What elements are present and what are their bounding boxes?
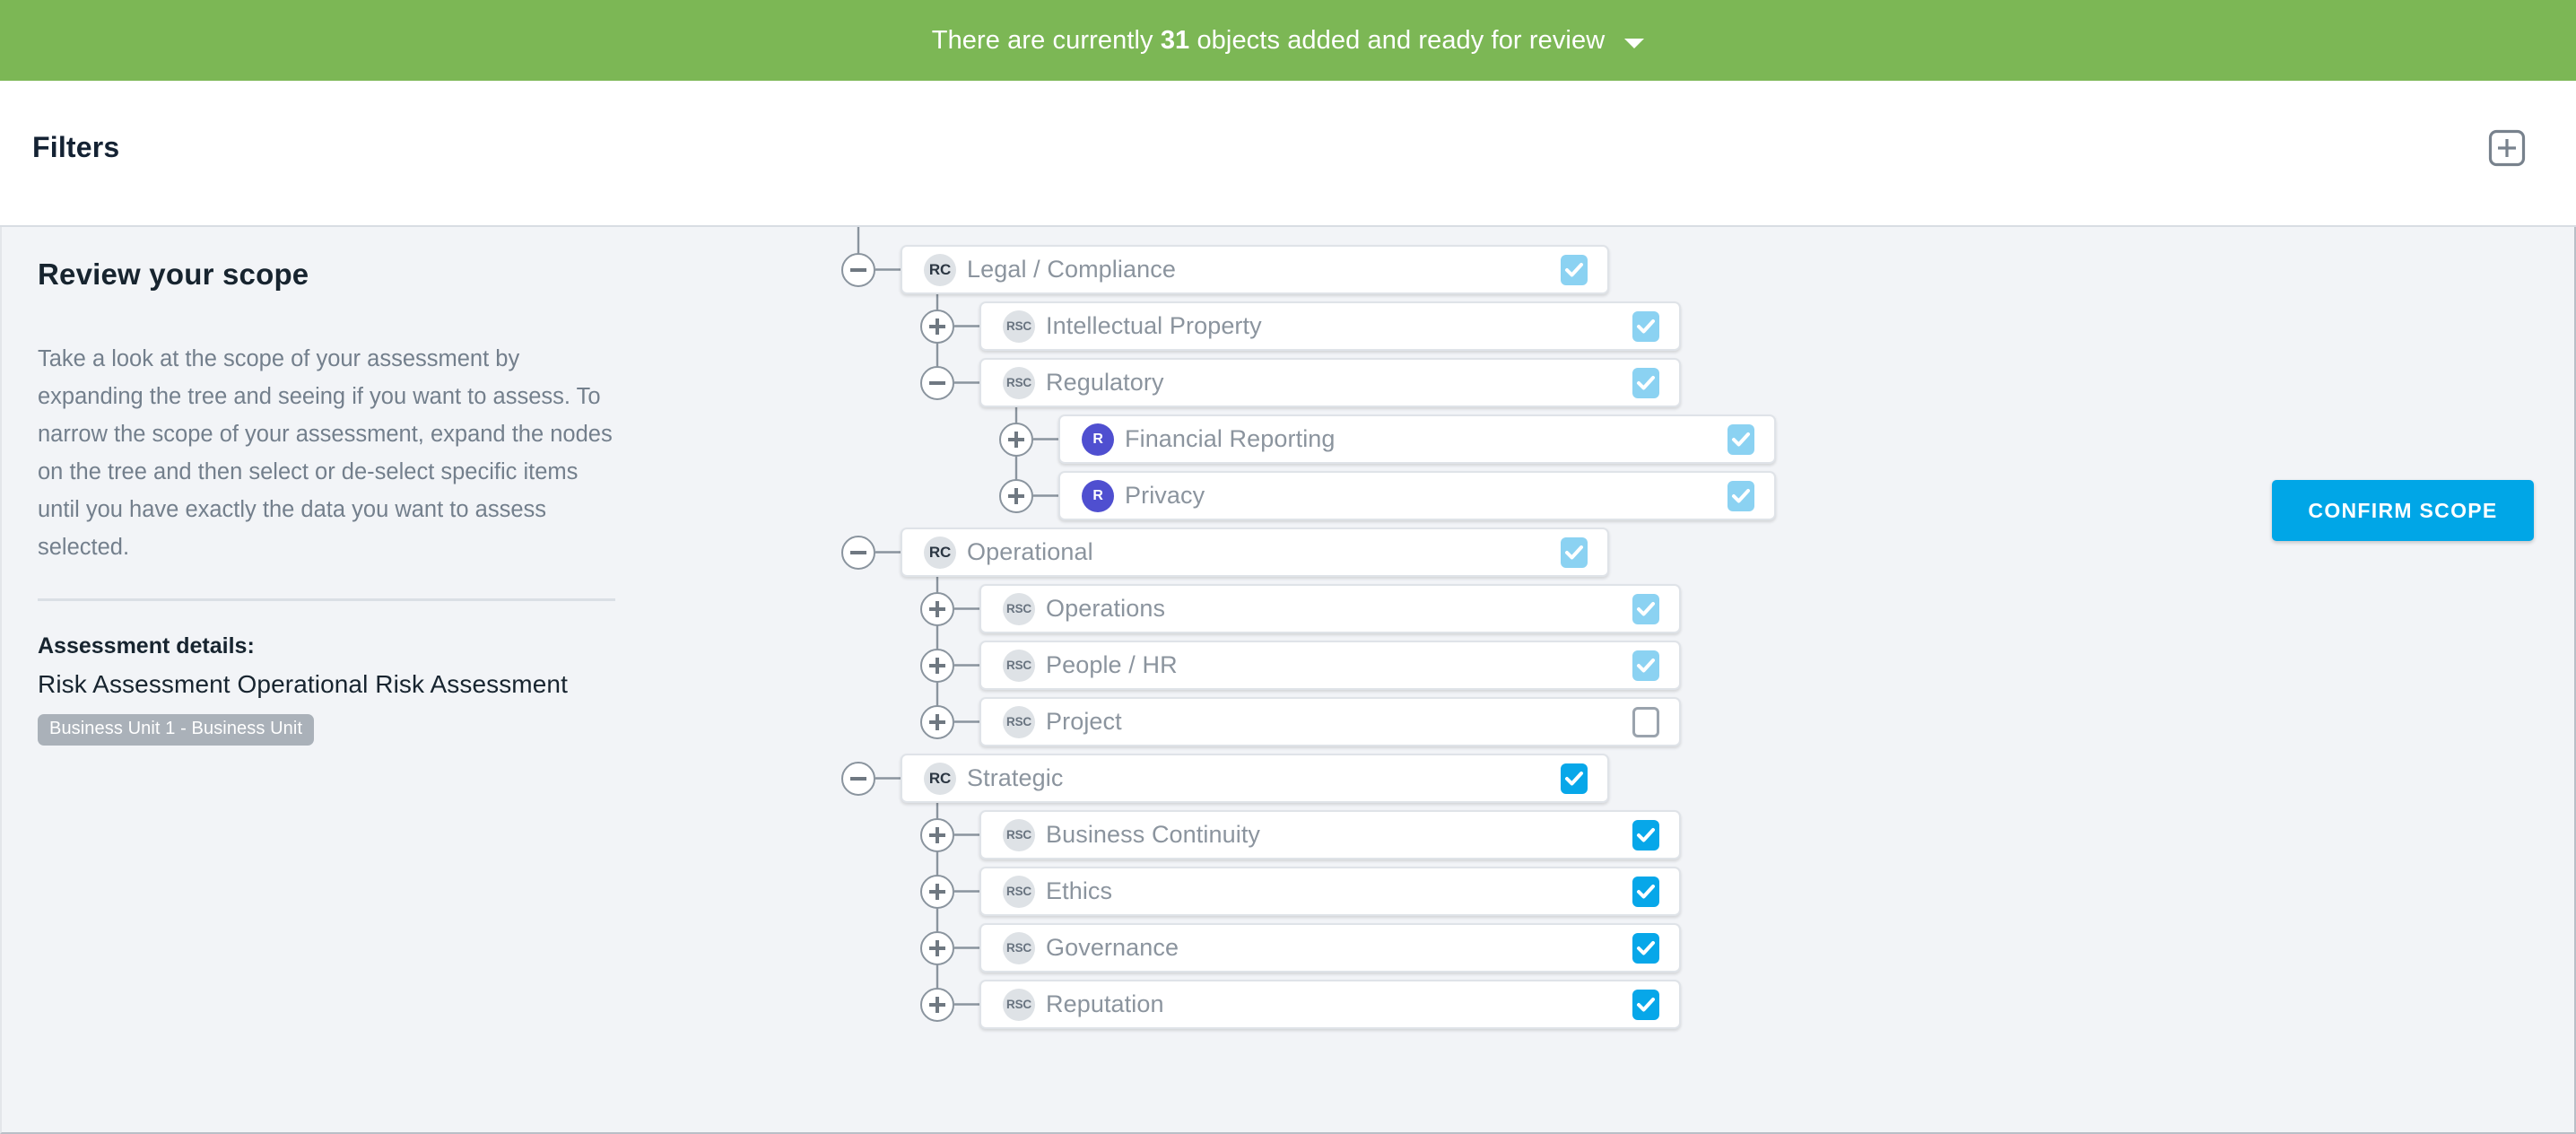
node-type-badge: RSC (1003, 705, 1035, 738)
tree-node-privacy[interactable]: R Privacy (1058, 471, 1776, 520)
tree-node-label: Intellectual Property (1046, 312, 1262, 339)
tree-node-regulatory[interactable]: RSC Regulatory (979, 358, 1681, 407)
checkbox-ethics[interactable] (1632, 876, 1659, 907)
expand-node-ethics[interactable] (920, 874, 954, 909)
node-type-badge: RC (924, 253, 956, 286)
tree-node-operational[interactable]: RC Operational (901, 528, 1609, 577)
tree-node-label: Strategic (967, 764, 1064, 791)
expand-node-continuity[interactable] (920, 817, 954, 852)
node-type-badge: RSC (1003, 818, 1035, 851)
expand-node-people-hr[interactable] (920, 648, 954, 683)
tree-node-people-hr[interactable]: RSC People / HR (979, 641, 1681, 690)
expand-node-privacy[interactable] (999, 478, 1033, 513)
node-type-badge: RC (924, 762, 956, 795)
checkbox-people-hr[interactable] (1632, 650, 1659, 681)
tree-node-label: Business Continuity (1046, 821, 1261, 848)
checkbox-legal[interactable] (1561, 254, 1588, 285)
plus-square-icon[interactable] (2487, 128, 2527, 168)
tree-node-legal[interactable]: RC Legal / Compliance (901, 245, 1609, 294)
content-area: Review your scope Take a look at the sco… (0, 227, 2576, 1134)
checkbox-ip[interactable] (1632, 310, 1659, 342)
checkbox-strategic[interactable] (1561, 763, 1588, 794)
scope-info-panel: Review your scope Take a look at the sco… (38, 257, 630, 746)
node-type-badge: R (1082, 423, 1114, 456)
node-type-badge: RSC (1003, 649, 1035, 682)
assessment-name: Risk Assessment Operational Risk Assessm… (38, 670, 568, 698)
status-banner: There are currently 31 objects added and… (0, 0, 2576, 81)
assessment-details-label: Assessment details: (38, 633, 255, 659)
tree-node-label: Ethics (1046, 877, 1113, 904)
checkbox-continuity[interactable] (1632, 819, 1659, 850)
checkbox-financial[interactable] (1727, 423, 1754, 455)
checkbox-operations[interactable] (1632, 593, 1659, 624)
tree-node-ethics[interactable]: RSC Ethics (979, 867, 1681, 916)
banner-suffix: objects added and ready for review (1197, 25, 1606, 55)
node-type-badge: RSC (1003, 592, 1035, 625)
checkbox-governance[interactable] (1632, 932, 1659, 964)
node-type-badge: RSC (1003, 366, 1035, 399)
tree-node-label: People / HR (1046, 651, 1178, 678)
status-banner-text: There are currently 31 objects added and… (932, 26, 1606, 56)
chevron-down-icon[interactable] (1624, 38, 1645, 48)
tree-node-ip[interactable]: RSC Intellectual Property (979, 301, 1681, 351)
tree-node-operations[interactable]: RSC Operations (979, 584, 1681, 633)
page-title: Review your scope (38, 257, 309, 291)
collapse-node-strategic[interactable] (841, 761, 875, 796)
tree-node-reputation[interactable]: RSC Reputation (979, 980, 1681, 1029)
checkbox-privacy[interactable] (1727, 480, 1754, 511)
tree-node-label: Financial Reporting (1125, 425, 1336, 452)
expand-node-operations[interactable] (920, 591, 954, 626)
expand-node-project[interactable] (920, 704, 954, 739)
tree-node-label: Reputation (1046, 990, 1164, 1017)
divider (38, 598, 615, 601)
tree-node-governance[interactable]: RSC Governance (979, 923, 1681, 973)
collapse-node-operational[interactable] (841, 535, 875, 570)
checkbox-project[interactable] (1632, 706, 1659, 737)
node-type-badge: RSC (1003, 875, 1035, 908)
node-type-badge: RSC (1003, 988, 1035, 1021)
node-type-badge: R (1082, 479, 1114, 512)
tree-node-label: Operational (967, 538, 1093, 565)
tree-node-label: Legal / Compliance (967, 256, 1176, 283)
node-type-badge: RSC (1003, 931, 1035, 964)
collapse-node-legal[interactable] (841, 252, 875, 287)
expand-node-reputation[interactable] (920, 987, 954, 1022)
tree-node-label: Governance (1046, 934, 1179, 961)
tree-node-strategic[interactable]: RC Strategic (901, 754, 1609, 803)
filters-bar: Filters (0, 81, 2576, 227)
node-type-badge: RC (924, 536, 956, 569)
tree-node-label: Operations (1046, 595, 1166, 622)
banner-prefix: There are currently (931, 25, 1153, 55)
tree-node-project[interactable]: RSC Project (979, 697, 1681, 746)
collapse-node-regulatory[interactable] (920, 365, 954, 400)
expand-node-financial[interactable] (999, 422, 1033, 457)
node-type-badge: RSC (1003, 310, 1035, 343)
tree-node-label: Privacy (1125, 482, 1205, 509)
business-unit-chip: Business Unit 1 - Business Unit (38, 714, 315, 746)
scope-description: Take a look at the scope of your assessm… (38, 346, 613, 560)
tree-node-label: Regulatory (1046, 369, 1164, 396)
checkbox-operational[interactable] (1561, 536, 1588, 568)
confirm-scope-button[interactable]: CONFIRM SCOPE (2272, 480, 2534, 541)
expand-node-governance[interactable] (920, 930, 954, 965)
checkbox-reputation[interactable] (1632, 989, 1659, 1020)
tree-node-continuity[interactable]: RSC Business Continuity (979, 810, 1681, 859)
tree-node-label: Project (1046, 708, 1122, 735)
expand-node-ip[interactable] (920, 309, 954, 344)
checkbox-regulatory[interactable] (1632, 367, 1659, 398)
tree-node-financial[interactable]: R Financial Reporting (1058, 414, 1776, 464)
banner-count: 31 (1160, 25, 1190, 55)
filters-title: Filters (32, 131, 120, 163)
